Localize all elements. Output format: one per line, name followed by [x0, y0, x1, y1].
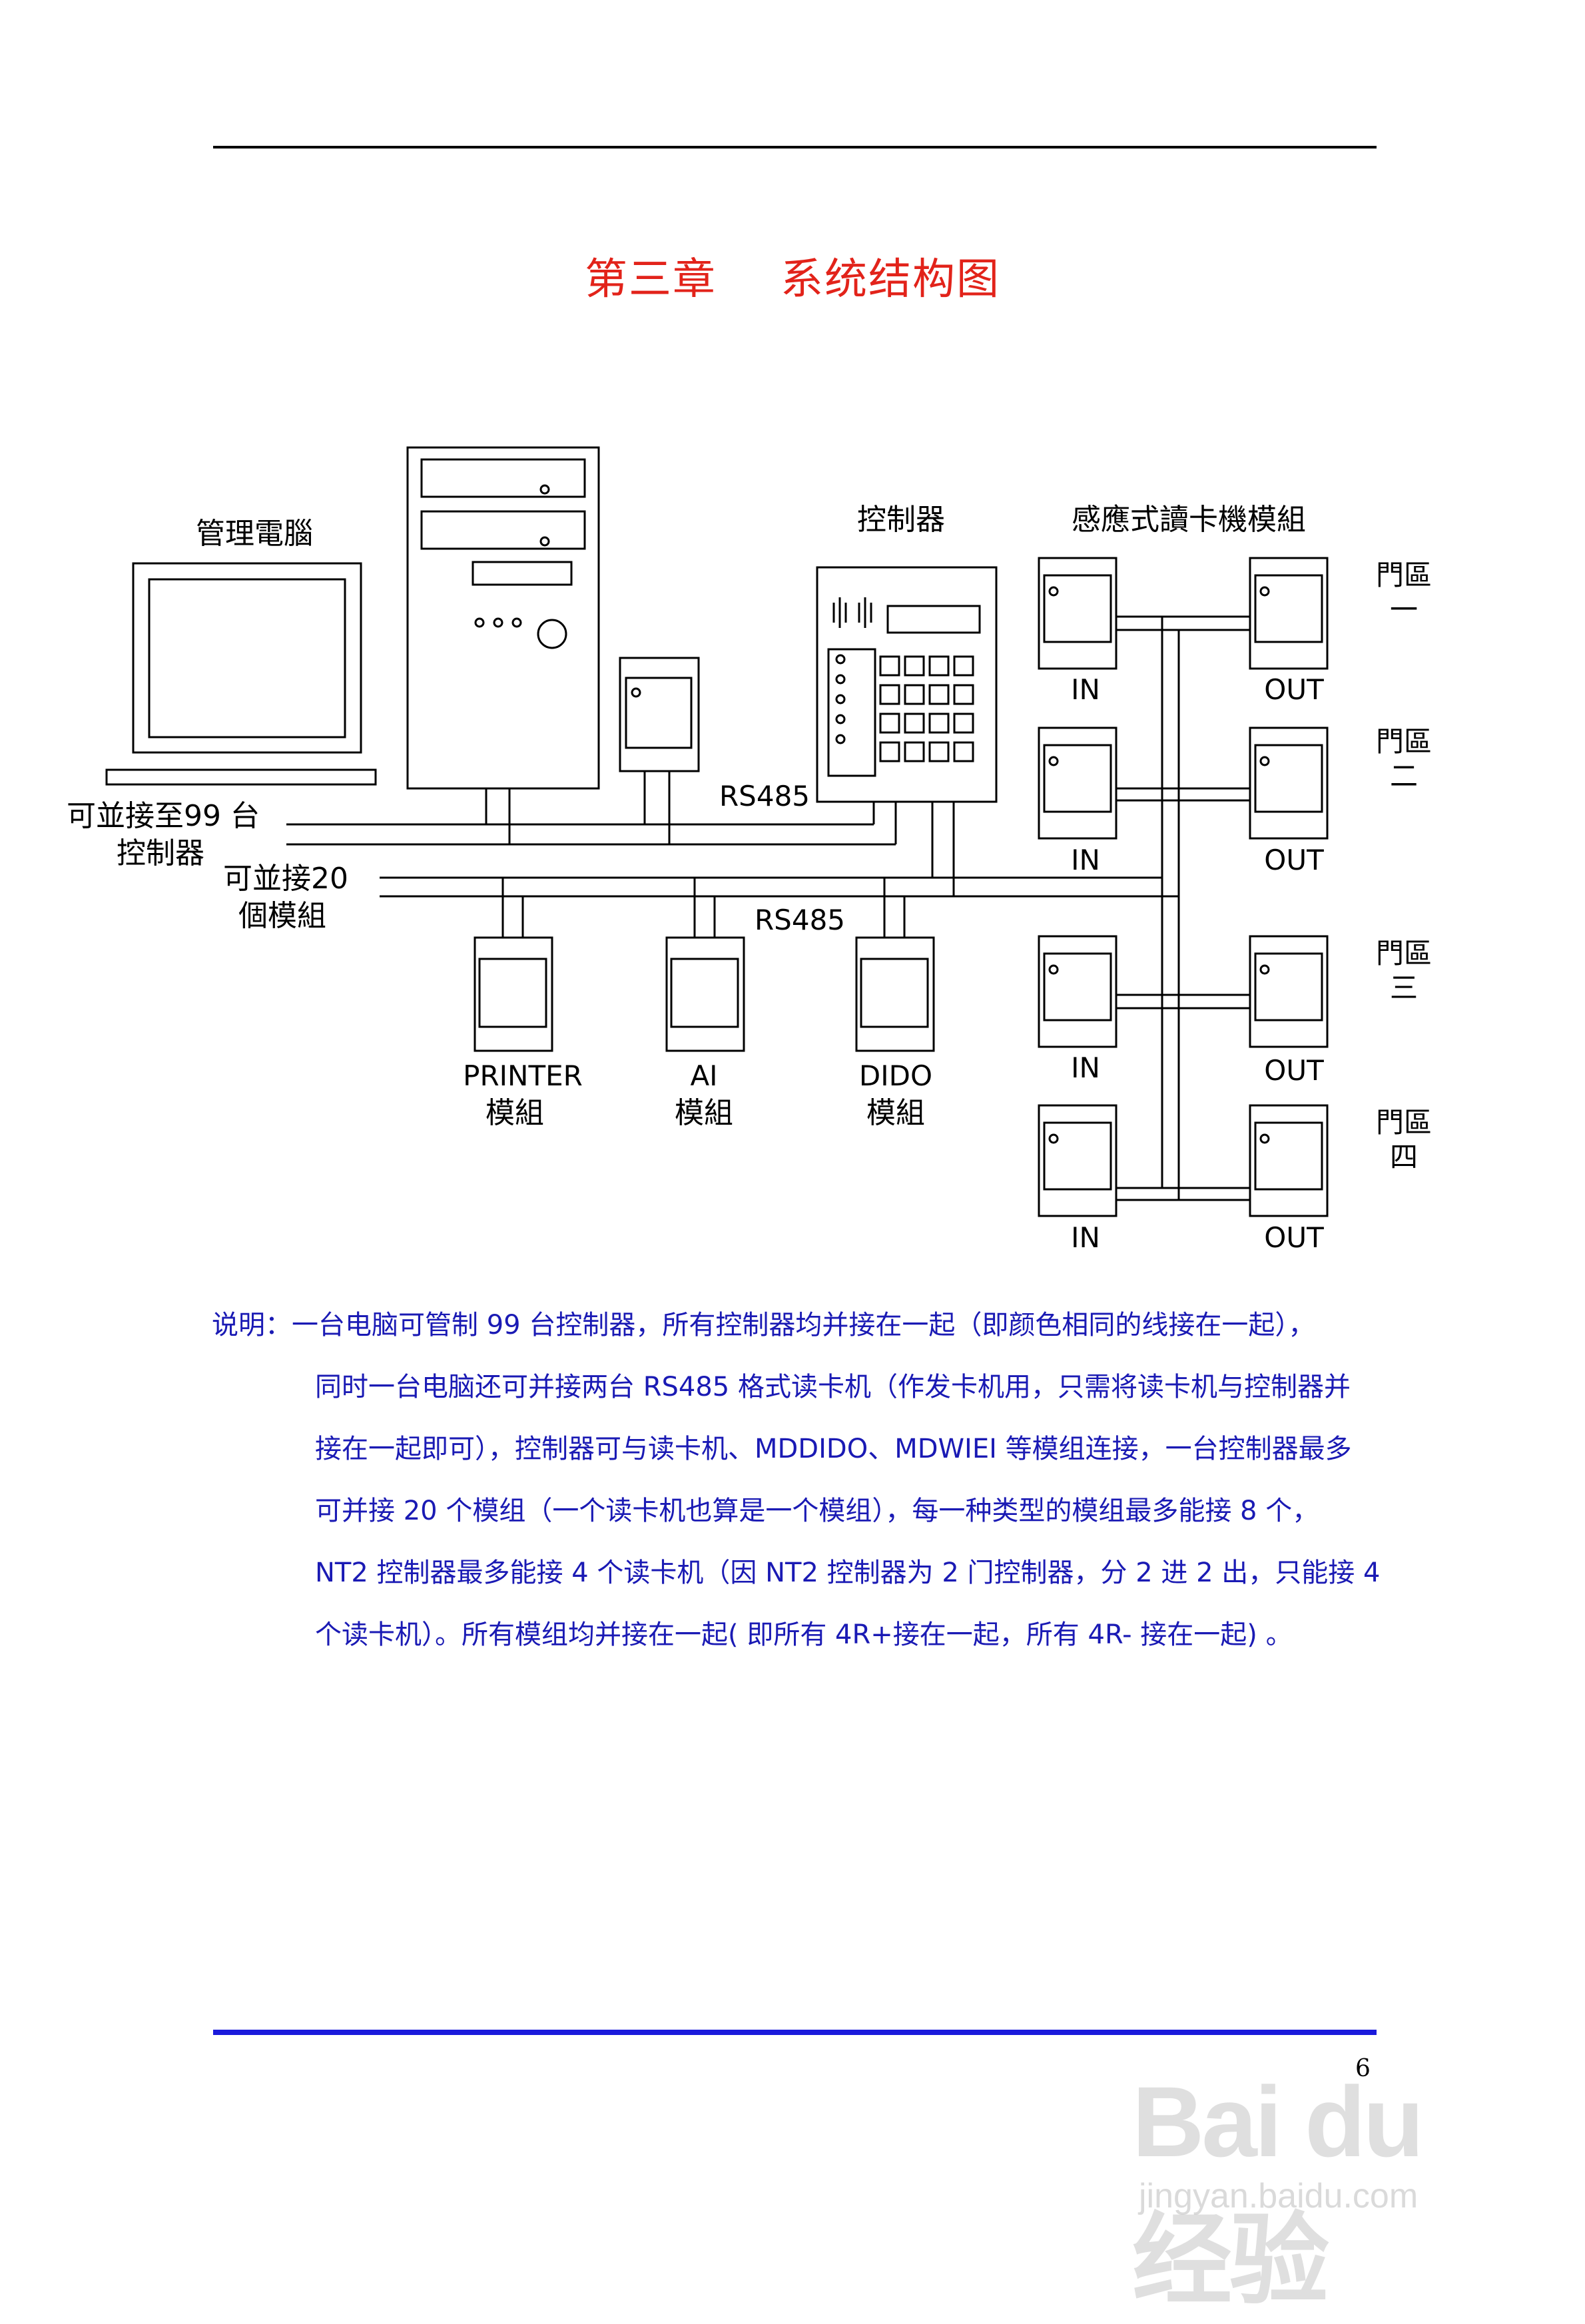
system-structure-diagram: 管理電腦 控制器 感應式讀卡機模組 可並接至99 台 控制器 可並接20 個模組…	[67, 446, 1432, 1254]
keypad-key	[879, 713, 900, 734]
watermark: Bai du 经验 jingyan.baidu.com	[1125, 2018, 1498, 2316]
parallel-modules-label-2: 個模組	[238, 899, 326, 933]
door-3-out-reader-icon	[1249, 935, 1329, 1048]
page-number: 6	[1355, 2055, 1371, 2082]
reader-module-label: 感應式讀卡機模組	[1072, 503, 1306, 537]
door-zone-4-title: 門區	[1376, 1106, 1432, 1139]
door-4-out-label: OUT	[1264, 1221, 1324, 1254]
pc-tower-icon	[406, 446, 600, 790]
door-zone-4-number: 四	[1390, 1141, 1418, 1173]
door-zone-3-number: 三	[1390, 972, 1418, 1004]
module-name-ai: AI	[690, 1059, 717, 1092]
parallel-controllers-label-2: 控制器	[117, 836, 204, 870]
top-rule	[213, 146, 1377, 148]
door-2-in-label: IN	[1071, 844, 1100, 876]
door-1-out-reader-icon	[1249, 557, 1329, 670]
chapter-title: 系统结构图	[781, 255, 1000, 304]
module-sub-ai: 模組	[675, 1096, 733, 1130]
door-4-in-reader-icon	[1038, 1104, 1117, 1217]
chapter-label: 第三章	[585, 255, 717, 304]
computer-label: 管理電腦	[196, 517, 313, 551]
keypad-key	[953, 741, 974, 762]
keypad-key	[904, 713, 925, 734]
door-3-in-reader-icon	[1038, 935, 1117, 1048]
dido-module-icon	[855, 936, 935, 1052]
page-title: 第三章 系统结构图	[0, 245, 1585, 306]
keypad-key	[928, 741, 950, 762]
watermark-url: jingyan.baidu.com	[1139, 2177, 1419, 2215]
door-4-out-reader-icon	[1249, 1104, 1329, 1217]
keypad-key	[953, 655, 974, 677]
rs485-module-label: RS485	[755, 904, 845, 936]
door-zone-1-title: 門區	[1376, 559, 1432, 591]
door-zone-2-number: 二	[1390, 760, 1418, 792]
module-bus-lines	[380, 617, 1180, 1200]
controller-bus-lines	[286, 771, 897, 846]
door-zone-2-title: 門區	[1376, 725, 1432, 758]
keypad-key	[928, 655, 950, 677]
door-3-in-label: IN	[1071, 1051, 1100, 1084]
parallel-modules-label: 可並接20	[223, 862, 348, 896]
door-1-in-reader-icon	[1038, 557, 1117, 670]
description-line: NT2 控制器最多能接 4 个读卡机（因 NT2 控制器为 2 门控制器，分 2…	[315, 1558, 1381, 1588]
door-3-out-label: OUT	[1264, 1054, 1324, 1087]
module-name-dido: DIDO	[859, 1059, 932, 1092]
door-2-out-label: OUT	[1264, 844, 1324, 876]
controller-icon	[816, 566, 998, 803]
description-line: 说明：一台电脑可管制 99 台控制器，所有控制器均并接在一起（即颜色相同的线接在…	[212, 1310, 1315, 1340]
keypad-key	[879, 741, 900, 762]
module-name-printer: PRINTER	[463, 1059, 583, 1092]
keypad-key	[904, 655, 925, 677]
door-2-in-reader-icon	[1038, 726, 1117, 840]
door-2-out-reader-icon	[1249, 726, 1329, 840]
keypad-key	[879, 684, 900, 705]
description-line: 个读卡机）。所有模组均并接在一起( 即所有 4R+接在一起，所有 4R- 接在一…	[315, 1619, 1293, 1650]
module-sub-dido: 模組	[866, 1096, 925, 1130]
desktop-card-reader-icon	[619, 657, 700, 772]
ai-module-icon	[665, 936, 745, 1052]
controller-label: 控制器	[857, 503, 945, 537]
monitor-icon	[105, 562, 377, 786]
keypad-key	[879, 655, 900, 677]
keypad-key	[928, 684, 950, 705]
bottom-rule	[213, 2030, 1377, 2035]
door-zone-3-title: 門區	[1376, 937, 1432, 970]
description-line: 接在一起即可），控制器可与读卡机、MDDIDO、MDWIEI 等模组连接，一台控…	[315, 1434, 1352, 1464]
keypad-key	[953, 713, 974, 734]
module-sub-printer: 模組	[485, 1096, 544, 1130]
keypad-key	[928, 713, 950, 734]
description-line: 同时一台电脑还可并接两台 RS485 格式读卡机（作发卡机用，只需将读卡机与控制…	[315, 1372, 1351, 1402]
printer-module-icon	[474, 936, 553, 1052]
keypad-key	[904, 741, 925, 762]
description-text: 说明：一台电脑可管制 99 台控制器，所有控制器均并接在一起（即颜色相同的线接在…	[212, 1308, 1384, 1680]
parallel-controllers-label: 可並接至99 台	[67, 799, 260, 833]
door-1-in-label: IN	[1071, 673, 1100, 706]
keypad-key	[904, 684, 925, 705]
description-line: 可并接 20 个模组（一个读卡机也算是一个模组），每一种类型的模组最多能接 8 …	[315, 1496, 1319, 1526]
door-zone-1-number: 一	[1390, 593, 1418, 626]
door-4-in-label: IN	[1071, 1221, 1100, 1254]
door-1-out-label: OUT	[1264, 673, 1324, 706]
rs485-controller-label: RS485	[719, 780, 810, 812]
door-reader-group	[1038, 557, 1329, 1217]
keypad-key	[953, 684, 974, 705]
